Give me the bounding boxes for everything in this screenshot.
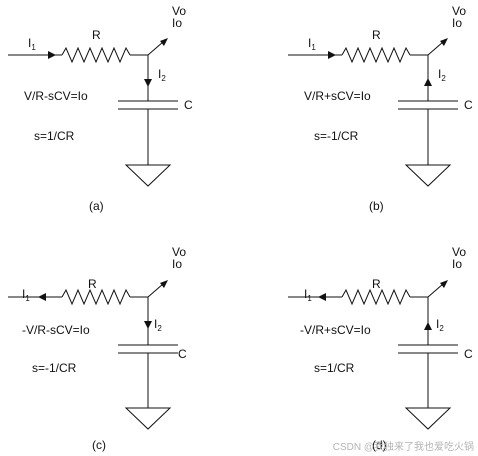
ground-symbol xyxy=(404,407,452,430)
output-current-label: Io xyxy=(172,257,182,271)
equation: -V/R-sCV=Io xyxy=(22,323,90,337)
resistor xyxy=(341,288,411,306)
capacitor-label: C xyxy=(178,347,187,361)
equation: V/R+sCV=Io xyxy=(304,89,371,103)
output-voltage-label: Vo xyxy=(172,245,186,259)
resistor xyxy=(61,288,131,306)
output-wire xyxy=(147,41,164,56)
panel-d: I1 R Vo Io I2 C -V/R+sCV=Io s=1/CR (d) xyxy=(288,245,473,452)
ground-symbol xyxy=(124,164,172,187)
capacitor-label: C xyxy=(464,98,473,112)
output-voltage-label: Vo xyxy=(452,245,466,259)
branch-current-arrow-down xyxy=(144,321,152,329)
equation: -V/R+sCV=Io xyxy=(300,323,371,337)
output-arrow xyxy=(160,38,168,46)
capacitor-label: C xyxy=(184,98,193,112)
resistor-label: R xyxy=(372,277,381,291)
resistor-label: R xyxy=(88,277,97,291)
output-current-label: Io xyxy=(452,16,462,30)
panel-a: I1 R Vo Io I2 C V/R-sCV=Io s=1/CR (a) xyxy=(8,4,193,213)
caption: (c) xyxy=(92,438,106,452)
resistor-label: R xyxy=(372,28,381,42)
branch-current-label: I2 xyxy=(158,67,166,83)
ground-symbol xyxy=(124,407,172,430)
caption: (b) xyxy=(369,199,384,213)
solution: s=1/CR xyxy=(34,129,75,143)
input-current-arrow-left xyxy=(38,293,46,301)
branch-current-label: I2 xyxy=(436,317,444,333)
equation: V/R-sCV=Io xyxy=(24,89,88,103)
input-current-label: I1 xyxy=(28,36,36,52)
output-current-label: Io xyxy=(452,257,462,271)
branch-current-arrow-down xyxy=(144,79,152,87)
panel-c: I1 R Vo Io I2 C -V/R-sCV=Io s=-1/CR (c) xyxy=(8,245,187,452)
input-current-arrow-left xyxy=(318,293,326,301)
branch-current-arrow-up xyxy=(424,78,432,86)
branch-current-arrow-up xyxy=(424,322,432,330)
resistor xyxy=(61,46,131,64)
watermark: CSDN @我独来了我也爱吃火锅 xyxy=(333,440,474,453)
output-voltage-label: Vo xyxy=(172,4,186,18)
output-current-label: Io xyxy=(172,16,182,30)
ground-symbol xyxy=(404,164,452,187)
resistor-label: R xyxy=(92,28,101,42)
input-current-arrow-right xyxy=(48,51,56,59)
output-arrow xyxy=(160,280,168,288)
input-current-arrow-right xyxy=(328,51,336,59)
input-current-label: I1 xyxy=(308,36,316,52)
branch-current-label: I2 xyxy=(438,67,446,83)
output-wire xyxy=(427,41,444,56)
output-wire xyxy=(147,283,164,298)
input-current-label: I1 xyxy=(304,287,312,303)
resistor xyxy=(341,46,411,64)
output-arrow xyxy=(440,280,448,288)
panel-b: I1 R Vo Io I2 C V/R+sCV=Io s=-1/CR (b) xyxy=(288,4,473,213)
branch-current-label: I2 xyxy=(154,317,162,333)
solution: s=-1/CR xyxy=(32,361,77,375)
caption: (d) xyxy=(372,438,387,452)
input-current-label: I1 xyxy=(22,287,30,303)
output-voltage-label: Vo xyxy=(452,4,466,18)
output-wire xyxy=(427,283,444,298)
solution: s=-1/CR xyxy=(314,129,359,143)
solution: s=1/CR xyxy=(314,361,355,375)
caption: (a) xyxy=(89,199,104,213)
capacitor-label: C xyxy=(464,347,473,361)
output-arrow xyxy=(440,38,448,46)
